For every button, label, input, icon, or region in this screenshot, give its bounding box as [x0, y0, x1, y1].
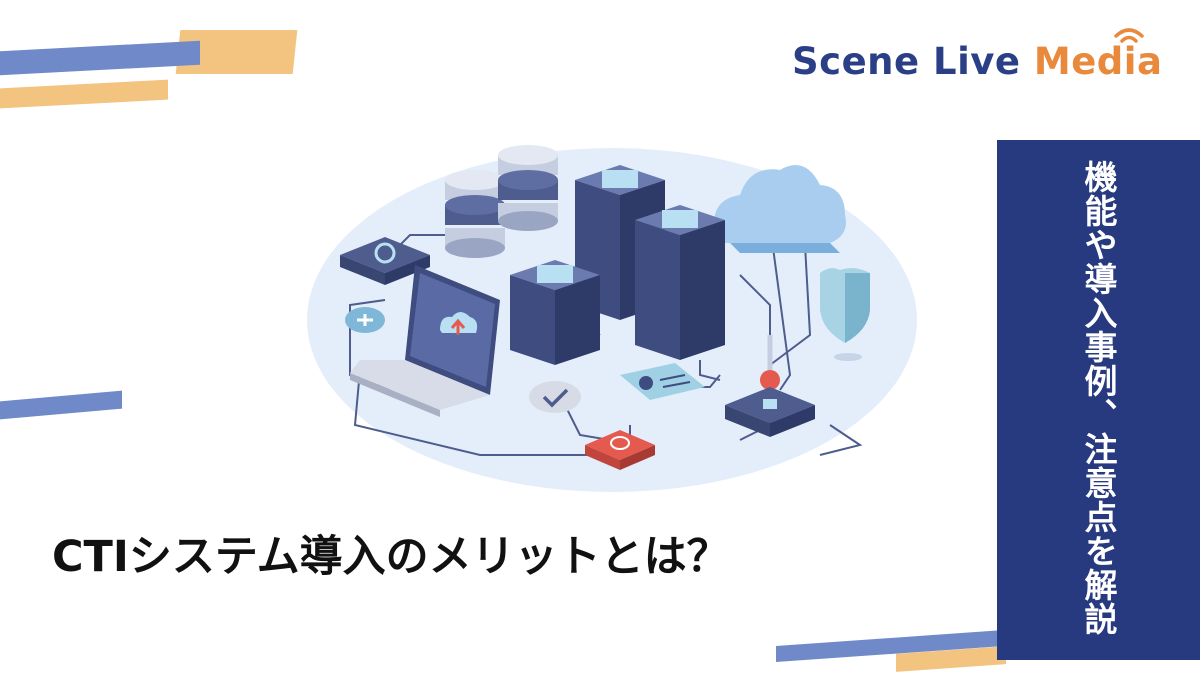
check-icon — [529, 381, 581, 413]
deco-stripe — [0, 79, 168, 109]
laptop-icon — [350, 265, 500, 417]
id-card-icon — [620, 363, 705, 400]
network-illustration — [307, 145, 917, 492]
server-icon — [510, 260, 600, 365]
logo-word-media: Media — [1033, 40, 1163, 83]
cloud-icon — [714, 165, 846, 253]
wifi-icon — [1114, 28, 1144, 43]
plus-icon — [345, 307, 385, 333]
server-icon — [635, 205, 725, 360]
deco-stripe — [0, 390, 122, 420]
fingerprint-icon — [585, 430, 655, 470]
shield-icon — [820, 268, 870, 361]
subtitle-panel — [997, 140, 1200, 660]
deco-stripe — [0, 40, 200, 76]
page-headline: CTIシステム導入のメリットとは？ — [52, 532, 730, 582]
logo-word-scene: Scene — [792, 40, 920, 83]
database-icon — [445, 170, 505, 258]
logo-word-live: Live — [919, 40, 1034, 83]
key-icon — [725, 335, 815, 437]
brand-logo: Scene Live Media — [792, 40, 1162, 83]
database-icon — [498, 145, 558, 231]
sync-icon — [340, 237, 430, 285]
subtitle-text: 機能や導入事例、注意点を解説 — [1079, 160, 1118, 636]
